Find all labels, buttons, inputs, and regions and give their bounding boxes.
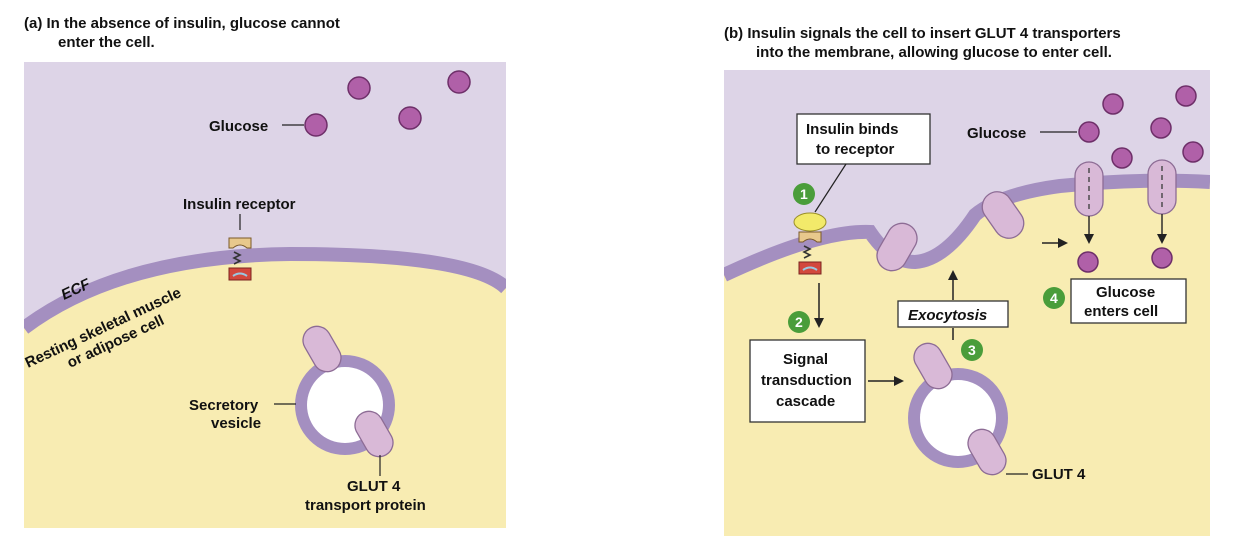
membrane-a: [24, 246, 506, 334]
panel-b: (b) Insulin signals the cell to insert G…: [724, 25, 1210, 536]
glucose-enters-line1: Glucose: [1096, 284, 1155, 301]
glucose-molecule: [1078, 121, 1100, 143]
glucose-molecule: [1150, 117, 1172, 139]
glut4-label-line2: transport protein: [305, 497, 426, 514]
glut4-protein: [354, 410, 394, 458]
insulin-box-line1: Insulin binds: [806, 121, 899, 138]
secretory-vesicle-b: [908, 342, 1008, 476]
insulin-molecule: [793, 212, 827, 232]
vesicle-label-line2: vesicle: [211, 415, 261, 432]
glucose-molecule: [398, 106, 422, 130]
glucose-molecule: [447, 70, 471, 94]
signal-transduction-box: Signal transduction cascade: [749, 339, 866, 423]
insulin-receptor-a: [228, 237, 252, 281]
step-4-badge: [1043, 287, 1065, 309]
signal-box-line3: cascade: [776, 393, 835, 410]
insulin-binds-box: Insulin binds to receptor: [796, 113, 931, 165]
glut4-protein: [913, 342, 953, 390]
insulin-box-line2: to receptor: [816, 141, 895, 158]
panel-b-title-line2: into the membrane, allowing glucose to e…: [756, 44, 1112, 61]
ecf-a: [24, 62, 506, 328]
glucose-enters-line2: enters cell: [1084, 303, 1158, 320]
glucose-molecule: [1151, 247, 1173, 269]
insulin-receptor-label-a: Insulin receptor: [183, 196, 296, 213]
svg-text:2: 2: [795, 314, 803, 330]
glut4-protein: [981, 191, 1025, 239]
svg-text:1: 1: [800, 186, 808, 202]
glucose-label-b: Glucose: [967, 125, 1026, 142]
glucose-molecule: [1102, 93, 1124, 115]
signal-box-line1: Signal: [783, 351, 828, 368]
glut4-protein: [302, 325, 342, 373]
signal-box-line2: transduction: [761, 372, 852, 389]
panel-a: (a) In the absence of insulin, glucose c…: [23, 15, 506, 528]
step-1-badge: [793, 183, 815, 205]
glut4-protein: [967, 428, 1007, 476]
step-3-badge: [961, 339, 983, 361]
glucose-label-a: Glucose: [209, 118, 268, 135]
glucose-molecule: [1111, 147, 1133, 169]
svg-text:3: 3: [968, 342, 976, 358]
svg-text:4: 4: [1050, 290, 1058, 306]
glucose-molecule: [1175, 85, 1197, 107]
panel-a-title-line1: (a) In the absence of insulin, glucose c…: [24, 15, 340, 32]
panel-b-title-line1: (b) Insulin signals the cell to insert G…: [724, 25, 1121, 42]
glut4-label-line1: GLUT 4: [347, 478, 401, 495]
glucose-enters-box: Glucose enters cell: [1070, 278, 1187, 324]
glucose-molecule: [1182, 141, 1204, 163]
exocytosis-label: Exocytosis: [908, 307, 987, 324]
vesicle-label-line1: Secretory: [189, 397, 259, 414]
insulin-receptor-b: [793, 212, 827, 275]
glucose-molecule: [347, 76, 371, 100]
glucose-molecule: [304, 113, 328, 137]
step-2-badge: [788, 311, 810, 333]
secretory-vesicle-a: [295, 325, 395, 458]
glut4-label-b: GLUT 4: [1032, 466, 1086, 483]
glut4-protein: [876, 222, 918, 272]
panel-a-title-line2: enter the cell.: [58, 34, 155, 51]
glucose-molecule: [1077, 251, 1099, 273]
exocytosis-box: Exocytosis: [897, 300, 1009, 328]
